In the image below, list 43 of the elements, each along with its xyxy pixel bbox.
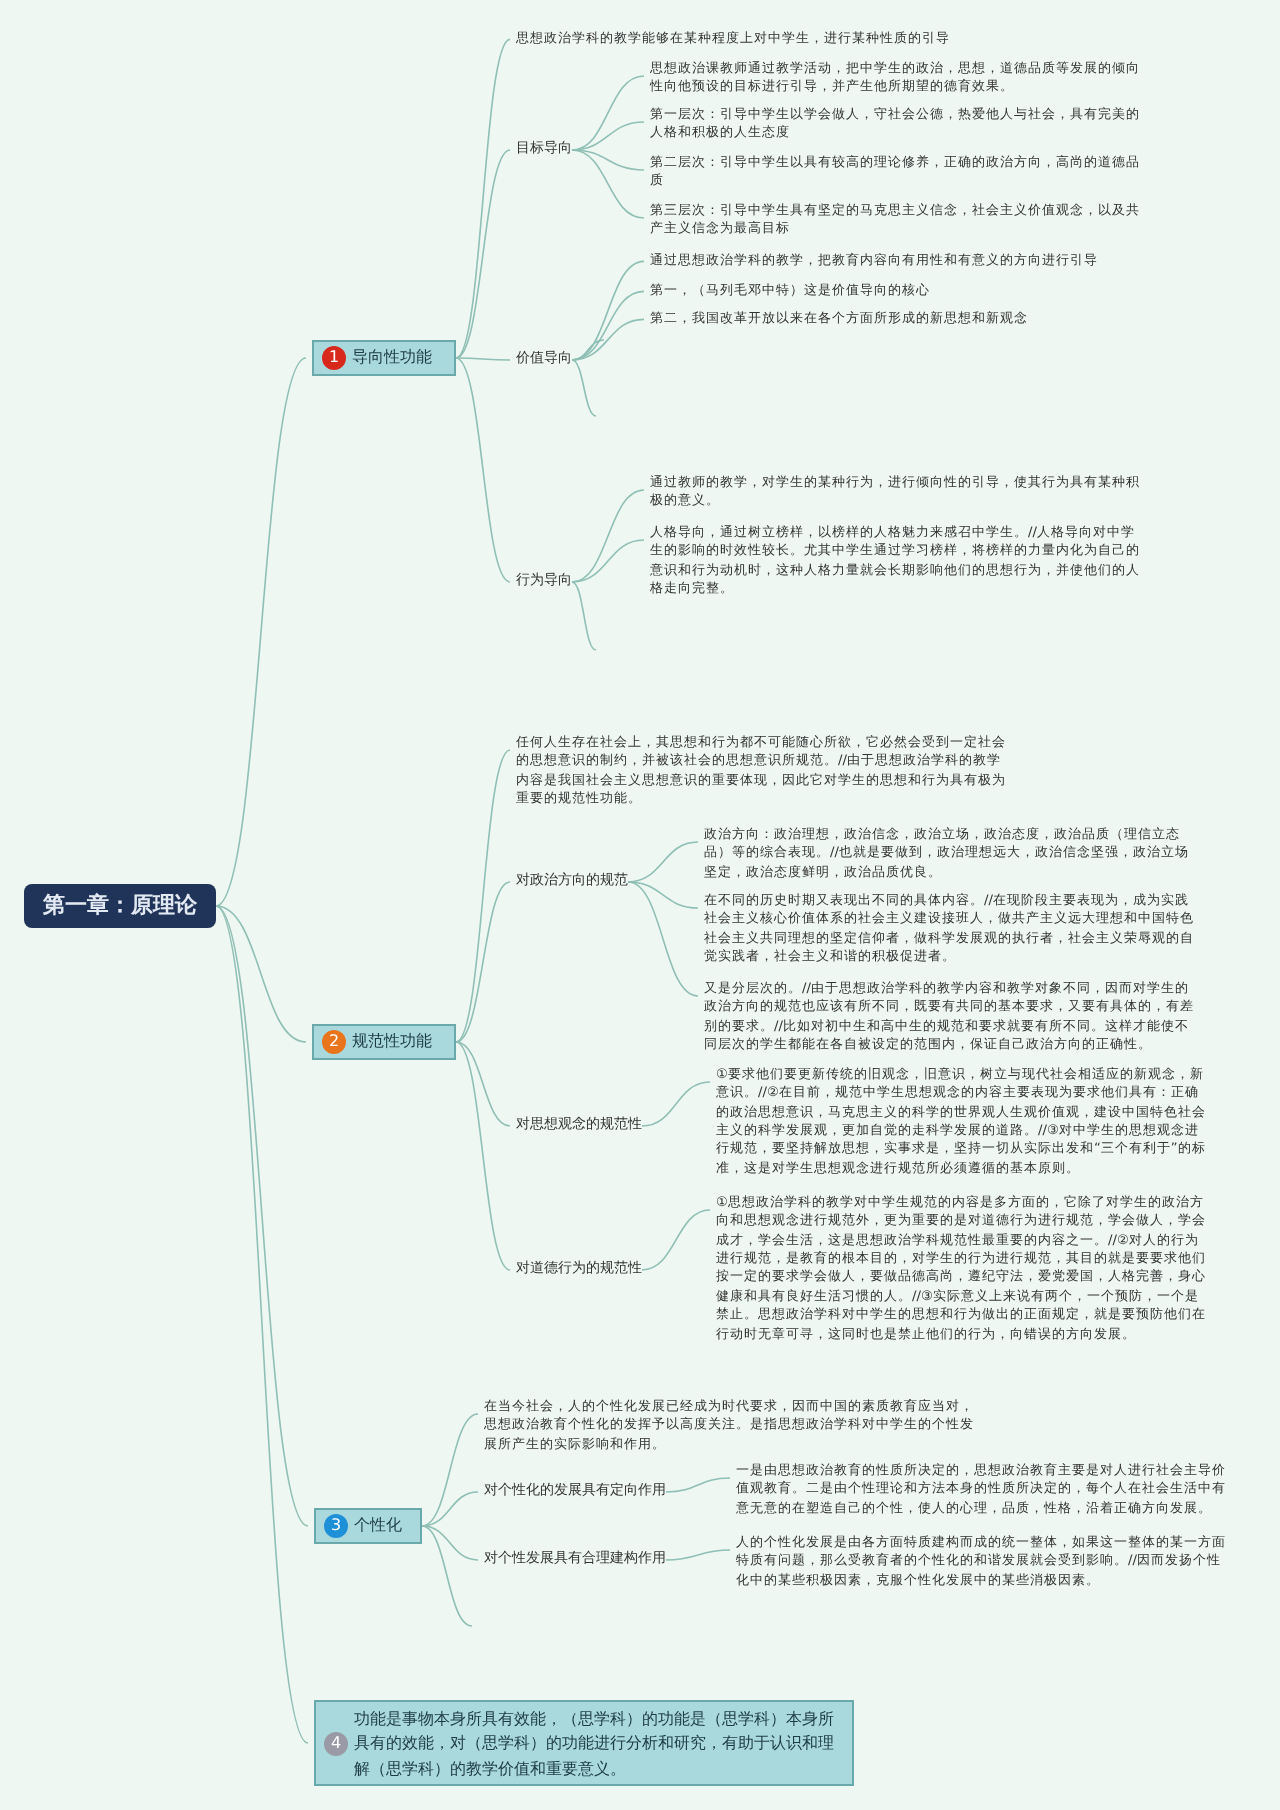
connector-line (215, 905, 309, 1527)
topic-label: 功能是事物本身所具有效能，（思学科）的功能是（思学科）本身所具有的效能，对（思学科）的功能进行分析和研究，有助于认识和理解（思学科）的教学价值和重要意义。 (354, 1706, 836, 1780)
topic-label: 个性化 (354, 1514, 402, 1538)
connector-line (215, 905, 309, 1744)
connector-line (455, 357, 511, 361)
connector-line (571, 149, 645, 171)
root-box: 第一章：原理论 (24, 884, 216, 928)
topic-label: 规范性功能 (352, 1030, 432, 1054)
connector-line (641, 1209, 711, 1271)
connector-line (571, 149, 645, 219)
connector-line (421, 1525, 479, 1561)
topic-box (314, 1700, 854, 1786)
topic-box (312, 340, 456, 376)
connector-line (455, 749, 511, 1043)
connector-line (421, 1413, 479, 1527)
number-badge: 3 (324, 1514, 348, 1538)
connector-line (627, 881, 699, 909)
connector-line (571, 359, 597, 417)
connector-line (455, 1041, 511, 1127)
connector-line (421, 1525, 473, 1627)
connector-line (571, 581, 597, 651)
connector-line (571, 539, 645, 583)
connector-line (665, 1549, 731, 1561)
connector-line (455, 1041, 511, 1271)
connector-line (421, 1491, 479, 1527)
connector-line (455, 38, 511, 359)
number-badge: 1 (322, 346, 346, 370)
connector-line (571, 489, 645, 583)
connector-line (455, 149, 511, 359)
connector-line (455, 357, 511, 583)
connector-line (571, 339, 605, 361)
number-badge: 2 (322, 1030, 346, 1054)
number-badge: 4 (324, 1731, 348, 1755)
topic-label: 导向性功能 (352, 346, 432, 370)
connector-line (641, 1081, 711, 1127)
topic-box (312, 1024, 456, 1060)
connector-line (215, 905, 307, 1043)
connector-line (455, 881, 511, 1043)
connector-line (627, 881, 699, 997)
connector-line (571, 75, 645, 151)
connector-line (665, 1477, 731, 1493)
topic-box (314, 1508, 422, 1544)
connector-line (215, 357, 307, 907)
